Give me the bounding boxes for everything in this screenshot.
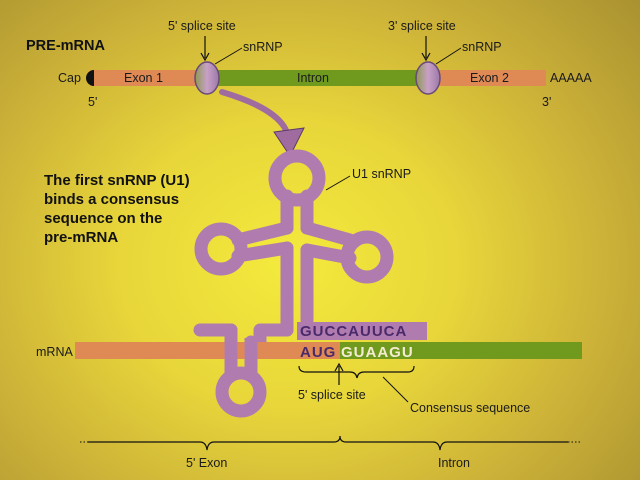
description-text: The first snRNP (U1) binds a consensus s… (44, 172, 194, 246)
snrnp-right-label: snRNP (462, 40, 502, 54)
description-line-2: binds a consensus (44, 191, 179, 208)
u1-bottom-loop (215, 366, 267, 418)
splice5-label: 5' splice site (168, 19, 236, 33)
description-line-1: The first snRNP (U1) (44, 172, 190, 189)
intron-segment (208, 70, 428, 86)
splice5-arrowhead (200, 52, 210, 62)
binding-arrow-head (273, 127, 305, 157)
pre-mrna-title: PRE-mRNA (26, 38, 105, 54)
u1-left-arm-a (231, 221, 294, 247)
description-line-3: sequence on the (44, 210, 162, 227)
exon5-label: 5' Exon (186, 456, 227, 470)
cap-label: Cap (58, 71, 81, 85)
cap-icon (86, 70, 94, 86)
consensus-label: Consensus sequence (410, 401, 530, 415)
u1-sequence-bar (297, 322, 427, 340)
u1-stems-overlay (224, 338, 258, 364)
u1-left-loop (194, 222, 248, 276)
intron-bottom-label: Intron (438, 456, 470, 470)
three-prime-end: 3' (542, 95, 551, 109)
exon2-label: Exon 2 (470, 71, 509, 85)
exon1-label: Exon 1 (124, 71, 163, 85)
exon2-segment (428, 70, 546, 86)
intron-label: Intron (297, 71, 329, 85)
mrna-intron-sequence: GUAAGU (341, 344, 414, 361)
snrnp-bead-left (194, 61, 220, 95)
exon-bracket (88, 435, 341, 451)
mrna-exon-segment (75, 342, 340, 359)
u1-snrnp-structure (193, 149, 394, 418)
mrna-label: mRNA (36, 345, 73, 359)
consensus-brace (298, 365, 415, 379)
mrna-exon-sequence: AUG (300, 344, 336, 361)
polya-label: AAAAA (550, 71, 592, 85)
snrnp-right-leader (435, 47, 462, 65)
u1-right-arm-a (300, 221, 357, 247)
splice-site-arrowhead (334, 362, 344, 372)
five-prime-end: 5' (88, 95, 97, 109)
u1-lower-connector (253, 323, 294, 349)
splice3-arrowhead (421, 52, 431, 62)
u1-right-loop (340, 230, 394, 284)
u1-label-leader (325, 175, 351, 191)
mrna-intron-segment (340, 342, 582, 359)
splice3-label: 3' splice site (388, 19, 456, 33)
snrnp-bead-right (415, 61, 441, 95)
intron-bracket (339, 435, 568, 451)
snrnp-left-label: snRNP (243, 40, 283, 54)
snrnp-left-leader (214, 47, 243, 65)
splice5-bottom-label: 5' splice site (298, 388, 366, 402)
consensus-leader (382, 376, 409, 403)
description-line-4: pre-mRNA (44, 229, 118, 246)
exon1-segment (90, 70, 208, 86)
u1-sequence: GUCCAUUCA (300, 323, 407, 340)
u1-snrnp-label: U1 snRNP (352, 167, 411, 181)
binding-arrow-shaft (219, 89, 291, 139)
u1-top-loop (268, 149, 326, 207)
